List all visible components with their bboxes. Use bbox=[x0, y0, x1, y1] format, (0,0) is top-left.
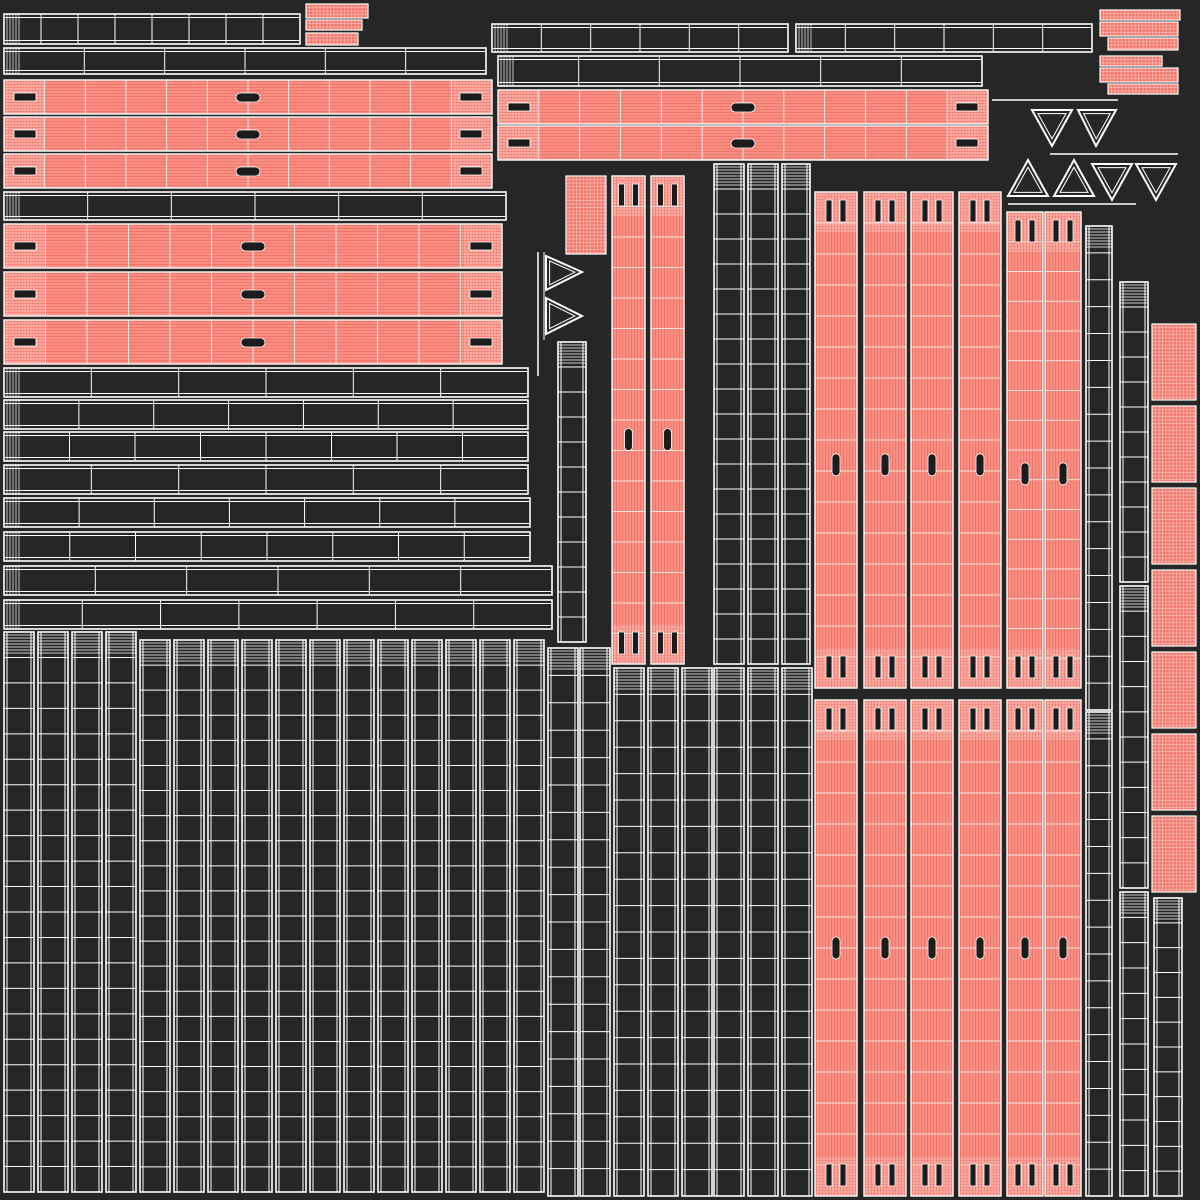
uv-strip-long-5 bbox=[3, 497, 531, 528]
uv-panel-red-right-bottom-1 bbox=[814, 699, 858, 1197]
uv-strip-vert-a2 bbox=[747, 163, 779, 665]
uv-panel-red-right-bottom-6 bbox=[1044, 699, 1082, 1197]
uv-panel-red-right-top-2 bbox=[863, 191, 907, 689]
uv-patch-top-1 bbox=[305, 3, 369, 19]
uv-strip-long-8 bbox=[3, 599, 553, 630]
uv-strip-vert-r5 bbox=[1119, 891, 1149, 1197]
uv-panel-red-tall-1 bbox=[611, 175, 646, 665]
triangle-up-2 bbox=[1052, 157, 1096, 197]
uv-strip-vert-a1 bbox=[713, 163, 745, 665]
uv-strip-bottom-4 bbox=[105, 631, 137, 1193]
uv-strip-top-mid-2 bbox=[795, 23, 1093, 53]
uv-strip-bottom-mid-1 bbox=[547, 647, 579, 1197]
uv-strip-vert-r1 bbox=[1085, 225, 1113, 711]
uv-patch-right-edge-6 bbox=[1151, 733, 1197, 811]
uv-patch-tr-2 bbox=[1099, 21, 1179, 37]
triangle-left-2 bbox=[545, 296, 585, 336]
uv-strip-bottom-15 bbox=[479, 639, 511, 1193]
uv-strip-vert-mid bbox=[557, 341, 587, 643]
uv-panel-red-tall-2 bbox=[650, 175, 685, 665]
uv-panel-red-mid-2 bbox=[497, 125, 989, 161]
triangle-islands bbox=[537, 99, 1178, 376]
uv-patch-right-edge-1 bbox=[1151, 323, 1197, 401]
triangle-down-4 bbox=[1134, 163, 1178, 203]
uv-strip-bottom-3 bbox=[71, 631, 103, 1193]
uv-strip-bottom-5 bbox=[139, 639, 171, 1193]
triangle-down-3 bbox=[1090, 163, 1134, 203]
uv-strip-row-2 bbox=[3, 191, 507, 221]
uv-panel-red-row-1 bbox=[3, 79, 493, 115]
uv-panel-red-right-top-4 bbox=[958, 191, 1002, 689]
uv-strip-vert-r4 bbox=[1119, 585, 1149, 889]
uv-strip-bottom-mid-2 bbox=[579, 647, 611, 1197]
uv-panel-red-row-4 bbox=[3, 223, 503, 269]
uv-panel-red-row-6 bbox=[3, 319, 503, 365]
uv-strip-bottom-8 bbox=[241, 639, 273, 1193]
uv-patch-tr-1 bbox=[1099, 9, 1181, 21]
uv-patch-top-3 bbox=[305, 32, 359, 46]
triangle-left-1 bbox=[545, 254, 585, 292]
uv-panel-red-right-bottom-3 bbox=[910, 699, 954, 1197]
uv-panel-red-right-top-3 bbox=[910, 191, 954, 689]
uv-islands bbox=[3, 3, 1197, 1197]
triangle-down-2 bbox=[1076, 109, 1118, 149]
uv-panel-red-right-top-5 bbox=[1006, 211, 1044, 689]
uv-panel-red-right-top-1 bbox=[814, 191, 858, 689]
uv-strip-long-3 bbox=[3, 431, 529, 462]
uv-strip-bottom-12 bbox=[377, 639, 409, 1193]
uv-panel-red-mid-1 bbox=[497, 89, 989, 125]
uv-strip-top-left-1 bbox=[3, 13, 301, 45]
uv-strip-long-1 bbox=[3, 367, 529, 398]
uv-strip-vert-r3 bbox=[1119, 281, 1149, 583]
uv-strip-bottom-6 bbox=[173, 639, 205, 1193]
uv-panel-red-right-bottom-5 bbox=[1006, 699, 1044, 1197]
uv-strip-long-7 bbox=[3, 565, 553, 596]
uv-panel-red-right-bottom-4 bbox=[958, 699, 1002, 1197]
uv-patch-tr-6 bbox=[1107, 83, 1179, 95]
uv-panel-red-row-2 bbox=[3, 116, 493, 152]
uv-strip-bottom-10 bbox=[309, 639, 341, 1193]
uv-strip-bottom-11 bbox=[343, 639, 375, 1193]
uv-strip-bottom-13 bbox=[411, 639, 443, 1193]
uv-strip-bottom-2 bbox=[37, 631, 69, 1193]
uv-strip-top-mid-3 bbox=[497, 55, 983, 87]
uv-patch-right-edge-4 bbox=[1151, 569, 1197, 647]
uv-strip-long-2 bbox=[3, 399, 529, 430]
uv-strip-vert-r6 bbox=[1153, 897, 1183, 1197]
uv-strip-bottom-right-1 bbox=[713, 667, 745, 1197]
uv-strip-vert-a3 bbox=[781, 163, 811, 665]
uv-patch-tr-4 bbox=[1099, 55, 1163, 67]
uv-strip-bottom-mid-5 bbox=[681, 667, 713, 1197]
uv-strip-bottom-right-2 bbox=[747, 667, 779, 1197]
uv-strip-long-4 bbox=[3, 464, 529, 495]
uv-strip-bottom-9 bbox=[275, 639, 307, 1193]
uv-strip-bottom-mid-4 bbox=[647, 667, 679, 1197]
uv-patch-tr-3 bbox=[1107, 37, 1179, 51]
uv-panel-red-row-3 bbox=[3, 153, 493, 189]
triangle-up-1 bbox=[1006, 157, 1050, 197]
uv-panel-red-row-5 bbox=[3, 271, 503, 317]
uv-strip-bottom-14 bbox=[445, 639, 477, 1193]
uv-panel-red-right-top-6 bbox=[1044, 211, 1082, 689]
uv-strip-top-mid-1 bbox=[491, 23, 789, 53]
uv-patch-right-edge-5 bbox=[1151, 651, 1197, 729]
uv-patch-mid-column bbox=[565, 175, 607, 255]
uv-patch-right-edge-2 bbox=[1151, 405, 1197, 483]
uv-panel-red-right-bottom-2 bbox=[863, 699, 907, 1197]
uv-strip-bottom-mid-3 bbox=[613, 667, 645, 1197]
uv-patch-top-2 bbox=[305, 19, 363, 31]
uv-strip-bottom-7 bbox=[207, 639, 239, 1193]
uv-patch-right-edge-3 bbox=[1151, 487, 1197, 565]
uv-strip-bottom-16 bbox=[513, 639, 545, 1193]
uv-strip-row-1 bbox=[3, 47, 487, 75]
uv-strip-bottom-1 bbox=[3, 631, 35, 1193]
uv-strip-long-6 bbox=[3, 531, 531, 562]
uv-patch-tr-5 bbox=[1099, 67, 1179, 83]
uv-strip-bottom-right-3 bbox=[781, 667, 813, 1197]
uv-strip-vert-r2 bbox=[1085, 711, 1113, 1197]
uv-patch-right-edge-7 bbox=[1151, 815, 1197, 893]
triangle-down-1 bbox=[1030, 109, 1074, 149]
